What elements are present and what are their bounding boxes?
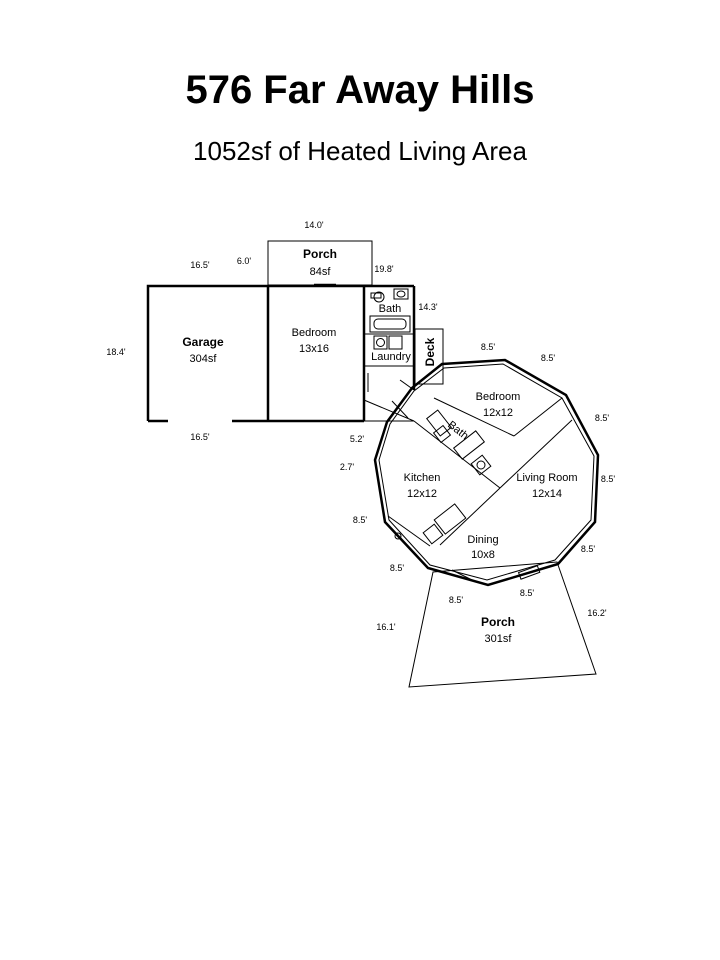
- laundry-label: Laundry: [371, 351, 411, 363]
- porch-bottom-label: Porch: [481, 615, 515, 629]
- round-house-outline: [373, 358, 600, 587]
- garage-area: 304sf: [190, 353, 218, 365]
- dim-seg-right-upper: 8.5': [595, 413, 610, 423]
- page-title: 576 Far Away Hills: [185, 68, 535, 112]
- dim-porch-top-width: 14.0': [304, 220, 324, 230]
- dim-porch-right-side: 16.2': [587, 608, 607, 618]
- bath-left-label: Bath: [379, 303, 402, 315]
- porch-top-label: Porch: [303, 247, 337, 261]
- garage-label: Garage: [182, 335, 224, 349]
- porch-bottom-outline: [408, 561, 597, 688]
- bedroom-round-label: Bedroom: [476, 391, 521, 403]
- dim-porch-side: 6.0': [237, 256, 252, 266]
- deck-label: Deck: [423, 337, 437, 366]
- porch-bottom-area: 301sf: [485, 633, 513, 645]
- dim-seg-right-lower: 8.5': [581, 544, 596, 554]
- kitchen-label: Kitchen: [404, 472, 441, 484]
- deck-outline: [414, 328, 444, 385]
- dining-label: Dining: [467, 534, 498, 546]
- dim-garage-top: 16.5': [190, 260, 210, 270]
- dim-porch-left: 16.1': [376, 622, 396, 632]
- dim-connector-small: 2.7': [340, 462, 355, 472]
- dim-seg-top-left: 8.5': [481, 342, 496, 352]
- dim-seg-top-right: 8.5': [541, 353, 556, 363]
- dim-garage-bottom: 16.5': [190, 432, 210, 442]
- garage-outline: [146, 284, 268, 423]
- dim-garage-side: 18.4': [106, 347, 126, 357]
- kitchen-size: 12x12: [407, 488, 437, 500]
- dim-seg-bottom-right: 8.5': [520, 588, 535, 598]
- bedroom-left-label: Bedroom: [292, 327, 337, 339]
- dim-connector: 5.2': [350, 434, 365, 444]
- living-room-label: Living Room: [516, 472, 577, 484]
- dim-seg-bottom-left: 8.5': [449, 595, 464, 605]
- dim-seg-left-lower: 8.5': [390, 563, 405, 573]
- bedroom-left-outline: [266, 284, 366, 423]
- porch-top-area: 84sf: [310, 266, 332, 278]
- dim-seg-right-mid: 8.5': [601, 474, 616, 484]
- bath-laundry-outline: [363, 284, 416, 422]
- dim-porch-right: 19.8': [374, 264, 394, 274]
- dim-bath-side: 14.3': [418, 302, 438, 312]
- dining-size: 10x8: [471, 549, 495, 561]
- page-subtitle: 1052sf of Heated Living Area: [193, 136, 527, 166]
- bedroom-left-size: 13x16: [299, 343, 329, 355]
- living-room-size: 12x14: [532, 488, 562, 500]
- bath-round-label: Bath: [445, 419, 470, 442]
- dim-seg-left-mid: 8.5': [353, 515, 368, 525]
- bedroom-round-size: 12x12: [483, 407, 513, 419]
